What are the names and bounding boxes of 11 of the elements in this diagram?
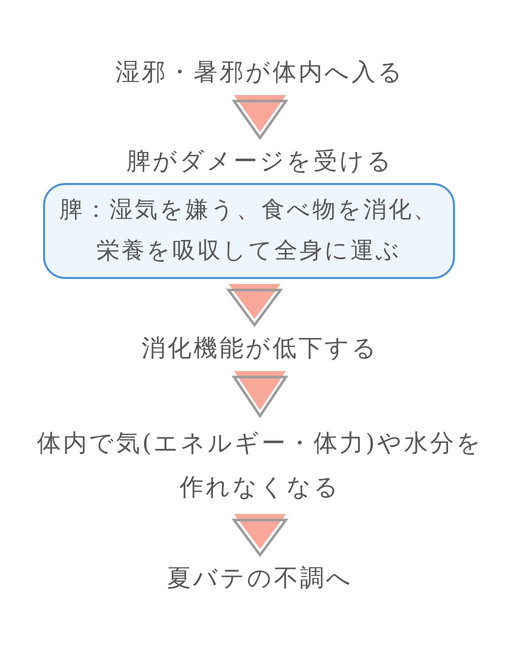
step-text: 脾がダメージを受ける	[126, 143, 394, 179]
down-arrow	[232, 514, 288, 558]
step-text: 湿邪・暑邪が体内へ入る	[116, 54, 404, 90]
down-arrow	[226, 284, 283, 328]
callout-text: 脾：湿気を嫌う、食べ物を消化、栄養を吸収して全身に運ぶ	[58, 196, 440, 266]
step-text: 消化機能が低下する	[142, 330, 378, 366]
callout-box	[43, 183, 455, 279]
step-text: 夏バテの不調へ	[167, 560, 353, 596]
step-text: 体内で気(エネルギー・体力)や水分を作れなくなる	[31, 421, 489, 509]
down-arrow	[232, 95, 288, 140]
down-arrow	[232, 371, 288, 418]
